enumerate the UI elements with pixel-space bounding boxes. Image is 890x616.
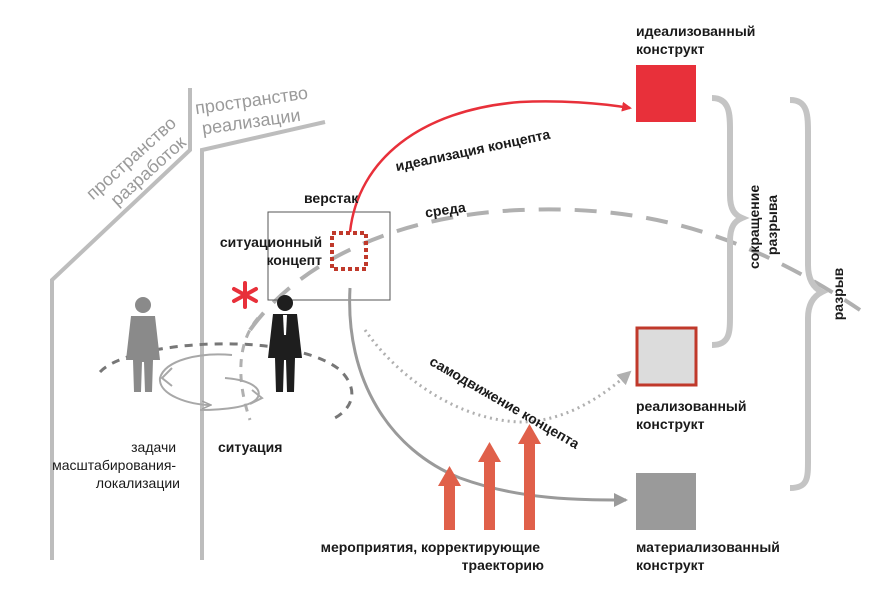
- idealization-label: идеализация концепта: [394, 126, 552, 174]
- situational-concept-square: [330, 231, 368, 271]
- idealized-construct-square: [636, 65, 696, 122]
- environment-dashed-arc: [248, 207, 862, 332]
- situation-inner-dashed-curve: [239, 317, 260, 421]
- cycle-arrow-right: [199, 377, 260, 411]
- realized-construct-square: [635, 326, 698, 387]
- self-motion-label: самодвижение концепта: [427, 353, 582, 452]
- environment-label: среда: [424, 199, 467, 221]
- workbench-label: верстак: [304, 190, 359, 206]
- realized-construct-label: реализованный конструкт: [636, 398, 750, 432]
- gap-reduction-brace: [711, 95, 750, 348]
- development-space-outline: [50, 88, 192, 560]
- gap-label: разрыв: [830, 267, 846, 320]
- realization-dotted-arrow: [363, 329, 632, 424]
- measures-label: мероприятия, корректирующие траекторию: [321, 539, 544, 573]
- situational-concept-label: ситуационный концепт: [220, 234, 326, 268]
- space-dev-label: пространство разработок: [82, 109, 198, 219]
- scaling-tasks-label: задачи масштабирования- локализации: [52, 439, 180, 491]
- workbench-box: [267, 211, 391, 301]
- idealized-construct-label: идеализованный конструкт: [636, 23, 759, 57]
- gap-brace: [789, 97, 829, 491]
- person-black-icon: [268, 295, 302, 392]
- situation-dashed-ellipse: [98, 342, 354, 422]
- realization-space-outline: [200, 120, 326, 560]
- materialized-construct-label: материализованный конструкт: [636, 539, 784, 573]
- gap-reduction-label: сокращение разрыва: [746, 181, 780, 269]
- self-motion-arrow: [348, 287, 628, 507]
- idealization-arrow: [348, 100, 632, 233]
- red-asterisk-icon: [232, 281, 258, 309]
- correction-arrows: [438, 424, 541, 530]
- situation-label: ситуация: [218, 439, 282, 455]
- cycle-arrow-head-2: [249, 389, 264, 405]
- cycle-arrow-head: [160, 367, 173, 387]
- space-real-label: пространство реализации: [194, 82, 317, 139]
- cycle-arrow-left: [158, 353, 233, 405]
- materialized-construct-square: [636, 473, 696, 530]
- person-gray-icon: [126, 297, 160, 392]
